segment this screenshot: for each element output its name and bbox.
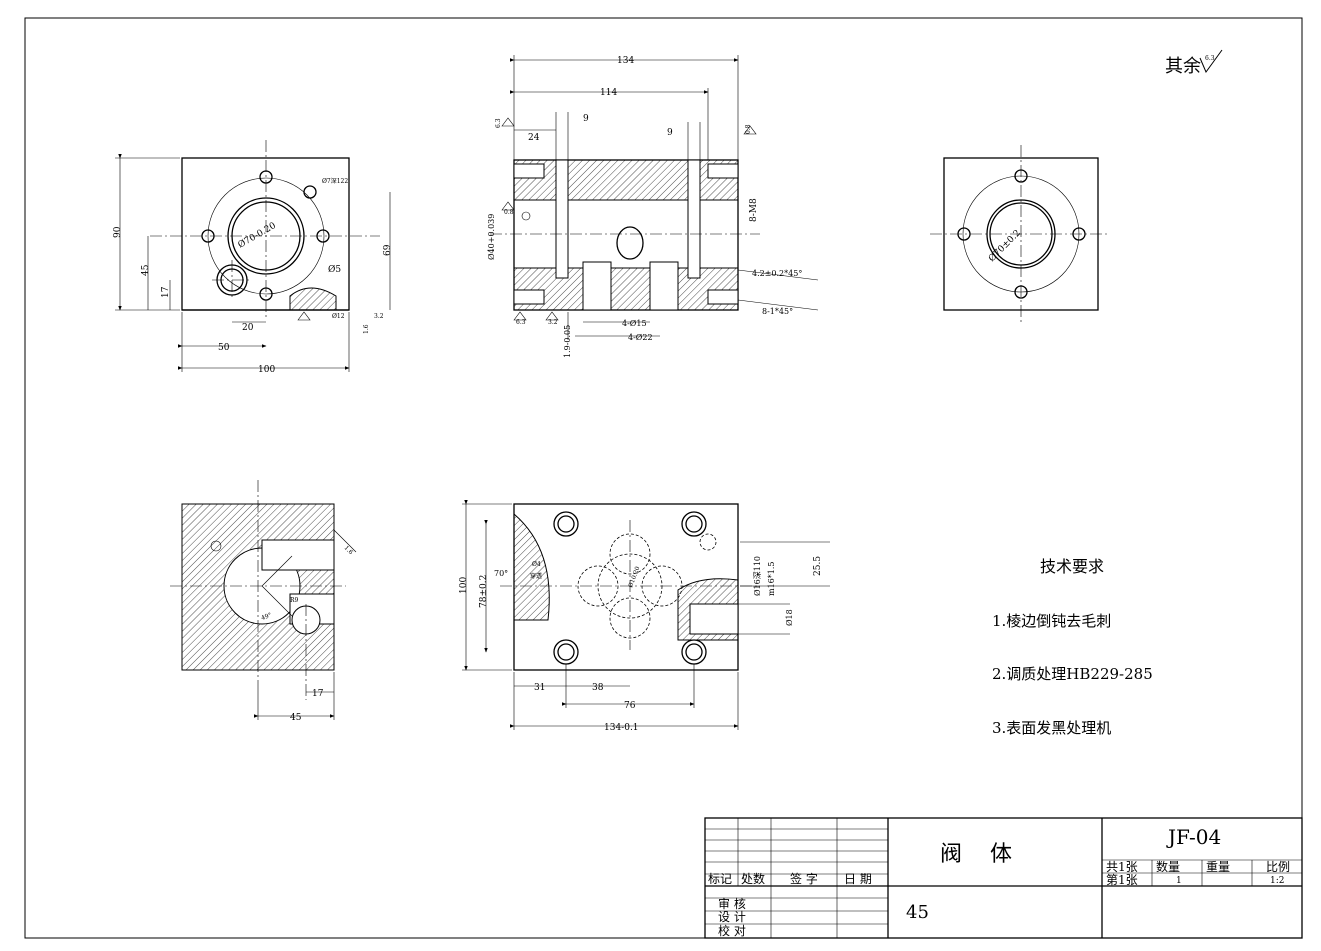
dim-90: 90 xyxy=(113,226,123,238)
qty-label: 数量 xyxy=(1156,859,1180,874)
bore-circle xyxy=(227,197,305,275)
label-sign: 签 字 xyxy=(790,871,818,886)
tech-notes: 技术要求 1.棱边倒钝去毛刺 2.调质处理HB229-285 3.表面发黑处理机 xyxy=(992,557,1153,737)
angle-70: 70° xyxy=(494,569,508,578)
dim-45-side: 45 xyxy=(290,713,302,723)
dim-17: 17 xyxy=(161,286,171,298)
view-section-top: 134 114 24 9 9 Ø40+0.039 8-M8 4.2±0.2*45… xyxy=(487,55,819,358)
scale-label: 比例 xyxy=(1266,860,1290,874)
dia-70: Ø70-0.20 xyxy=(236,220,278,251)
rough-2: 3.2 xyxy=(374,313,384,320)
dim-50: 50 xyxy=(218,343,230,353)
drawing-number: JF-04 xyxy=(1166,825,1221,849)
view-right: Ø70±0.2 xyxy=(930,145,1110,322)
dim-134-top: 134 xyxy=(617,56,634,66)
tech-note-2: 2.调质处理HB229-285 xyxy=(992,665,1153,683)
dim-69: 69 xyxy=(383,244,393,256)
tech-note-1: 1.棱边倒钝去毛刺 xyxy=(992,612,1111,630)
dim-bore: Ø40+0.039 xyxy=(487,214,496,260)
dim-134-bottom: 134-0.1 xyxy=(604,723,639,733)
weight-label: 重量 xyxy=(1206,860,1230,874)
dim-4d15: 4-Ø15 xyxy=(622,319,647,328)
dim-9a: 9 xyxy=(583,114,589,124)
dia-5: Ø5 xyxy=(328,264,341,275)
dim-18: Ø18 xyxy=(785,609,794,626)
label-count: 处数 xyxy=(741,871,765,886)
view-front-left: 90 45 17 69 20 50 100 Ø7深122 Ø70-0.20 Ø5… xyxy=(113,140,393,375)
dim-31: 31 xyxy=(534,683,545,693)
dim-4d22: 4-Ø22 xyxy=(628,333,653,342)
thread: m16*1.5 xyxy=(767,562,776,597)
dim-24: 24 xyxy=(528,133,540,143)
roughness-note: 其余 6.3 xyxy=(1165,49,1223,77)
drawing-border xyxy=(24,17,1303,939)
sheet-number: 第1张 xyxy=(1106,873,1138,887)
flange-circle xyxy=(207,177,325,295)
dim-17-side: 17 xyxy=(312,689,324,699)
dia-centre: Ø10.20 xyxy=(627,565,641,588)
dim-9b: 9 xyxy=(667,128,673,138)
rough-side: 1.6 xyxy=(343,544,355,556)
scale-value: 1:2 xyxy=(1270,876,1284,886)
dim-19: 1.9-0.05 xyxy=(563,325,572,358)
dim-45: 45 xyxy=(141,264,151,276)
dim-100: 100 xyxy=(258,365,275,375)
roughness-note-value: 6.3 xyxy=(1205,55,1215,62)
tech-notes-title: 技术要求 xyxy=(1040,557,1104,576)
rough-b: 0.8 xyxy=(745,124,752,134)
angle-49: 49° xyxy=(260,612,272,622)
view-side-section: 1.6 R9 49° 17 45 xyxy=(170,480,357,723)
through-note: 穿透 xyxy=(530,572,542,580)
rough-c: 0.8 xyxy=(504,209,514,216)
label-review: 审 核 xyxy=(718,896,746,911)
rough-e: 3.2 xyxy=(548,319,558,326)
qty-value: 1 xyxy=(1176,876,1182,886)
dim-114: 114 xyxy=(600,88,617,98)
dim-4: Ø4 xyxy=(532,561,541,568)
dim-100-bottom: 100 xyxy=(459,577,469,594)
part-name: 阀 体 xyxy=(940,842,1012,867)
rough-1: 1.6 xyxy=(363,324,370,334)
dim-78: 78±0.2 xyxy=(479,575,489,608)
dim-38: 38 xyxy=(592,683,604,693)
label-check: 校 对 xyxy=(718,923,746,938)
title-block: 标记 处数 签 字 日 期 审 核 设 计 校 对 阀 体 45 JF-04 共… xyxy=(704,817,1303,939)
label-mark: 标记 xyxy=(708,872,732,886)
roughness-note-text: 其余 xyxy=(1165,56,1201,77)
rough-a: 6.3 xyxy=(495,118,502,128)
hole-note: Ø7深122 xyxy=(322,177,348,185)
sheets-total: 共1张 xyxy=(1106,860,1138,874)
dia-12: Ø12 xyxy=(332,313,345,320)
material: 45 xyxy=(906,902,929,923)
label-design: 设 计 xyxy=(718,910,746,924)
dim-76: 76 xyxy=(624,701,636,711)
dim-20: 20 xyxy=(242,323,254,333)
view-bottom: 100 78±0.2 31 38 76 134-0.1 25.5 Ø16深110… xyxy=(459,499,830,733)
dim-8m8: 8-M8 xyxy=(749,198,759,222)
dim-25-5: 25.5 xyxy=(813,556,823,576)
chamfer-2: 8-1*45° xyxy=(762,307,793,316)
dim-16: Ø16深110 xyxy=(753,556,762,596)
tech-note-3: 3.表面发黑处理机 xyxy=(992,719,1111,737)
label-date: 日 期 xyxy=(844,872,872,886)
dim-r9: R9 xyxy=(290,597,299,604)
rough-d: 6.3 xyxy=(516,319,526,326)
chamfer-1: 4.2±0.2*45° xyxy=(752,269,802,278)
